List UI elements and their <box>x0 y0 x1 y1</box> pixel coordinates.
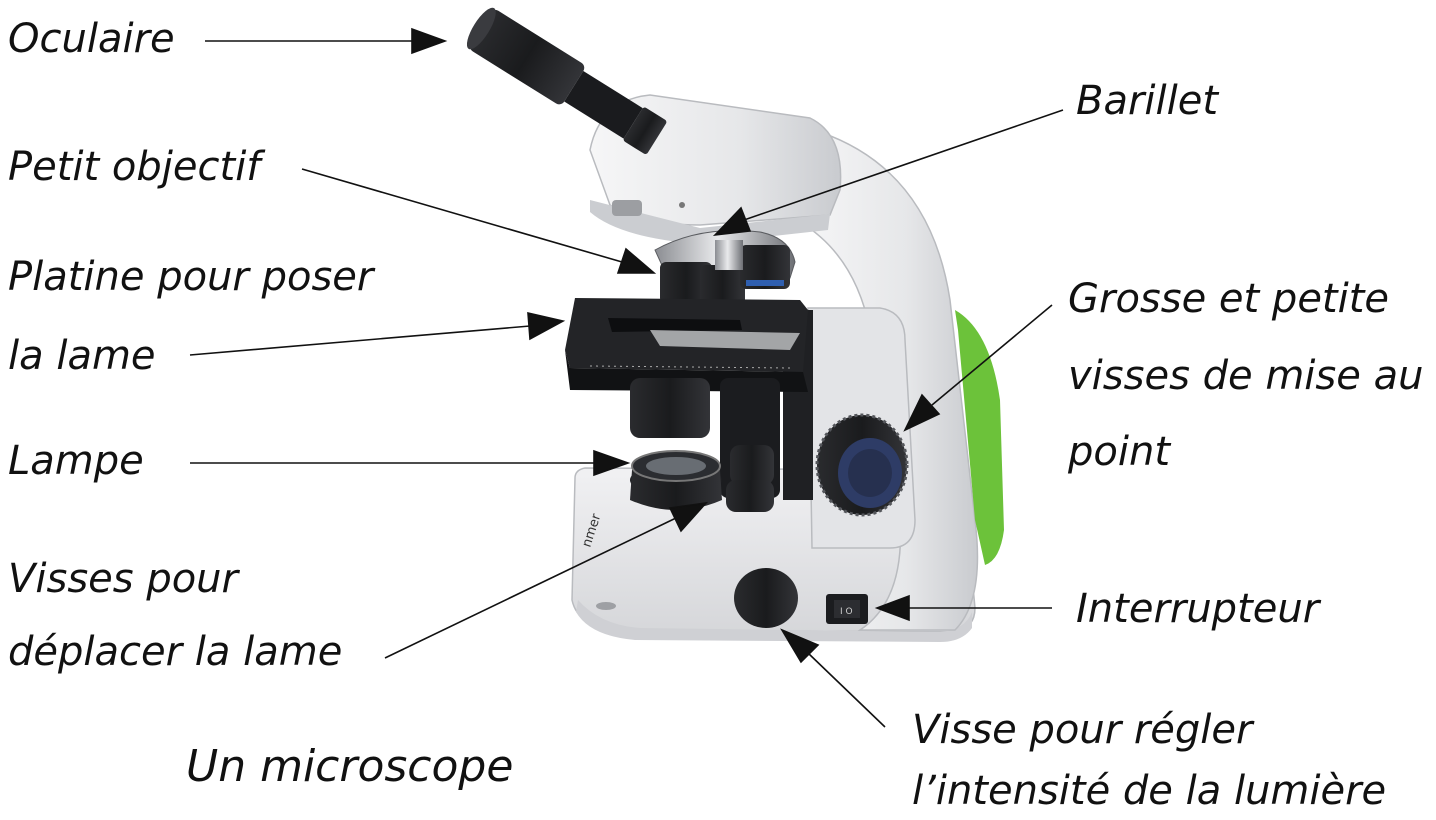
stage-knob-upper <box>730 445 774 485</box>
label-grosse-line3: point <box>1068 427 1170 477</box>
svg-text:I O: I O <box>840 607 853 617</box>
diagram-title: Un microscope <box>186 742 513 792</box>
label-oculaire: Oculaire <box>8 14 175 64</box>
eyepiece <box>462 4 670 159</box>
label-visse-line2: l’intensité de la lumière <box>912 766 1386 816</box>
label-interrupteur: Interrupteur <box>1076 584 1319 634</box>
label-barillet: Barillet <box>1076 76 1218 126</box>
label-visses-line1: Visses pour <box>8 554 238 604</box>
label-grosse-line2: visses de mise au <box>1068 351 1423 401</box>
label-grosse-line1: Grosse et petite <box>1068 274 1389 324</box>
label-petit-objectif: Petit objectif <box>8 142 260 192</box>
label-platine-line1: Platine pour poser <box>8 252 373 302</box>
label-platine-line2: la lame <box>8 331 156 381</box>
label-visses-line2: déplacer la lame <box>8 627 342 677</box>
label-visse-line1: Visse pour régler <box>912 705 1252 755</box>
stage-knob-lower <box>726 480 774 512</box>
brightness-dial <box>734 568 798 628</box>
label-lampe: Lampe <box>8 436 144 486</box>
